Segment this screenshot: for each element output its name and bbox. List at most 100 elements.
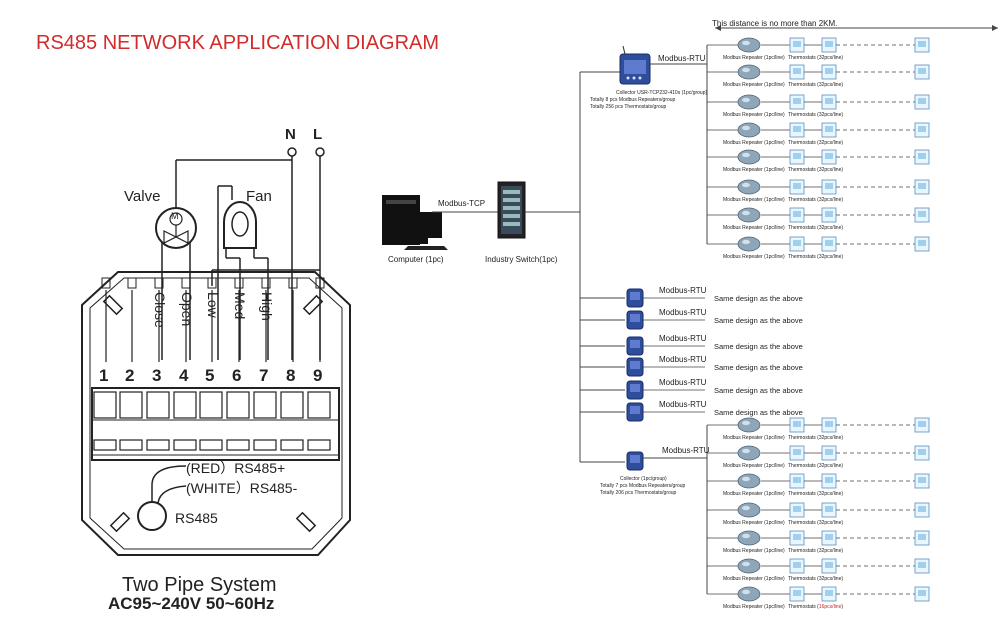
power-spec: AC95~240V 50~60Hz: [108, 594, 275, 613]
repeater-icon: [737, 530, 761, 546]
terminal-number: 5: [205, 366, 215, 385]
repeater-icon: [737, 64, 761, 80]
terminal-screw: [226, 439, 250, 451]
repeater-label: Modbus Repeater (1pc/line): [723, 140, 785, 146]
thermostat-label: Thermostats (32pcs/line): [788, 112, 844, 118]
repeater-label: Modbus Repeater (1pc/line): [723, 112, 785, 118]
collector-rtu-label: Modbus-RTU: [659, 378, 707, 387]
rs485-plus-label: (RED）RS485+: [186, 460, 286, 476]
n-label: N: [285, 126, 296, 143]
repeater-label: Modbus Repeater (1pc/line): [723, 520, 785, 526]
thermostat-label: Thermostats (32pcs/line): [788, 140, 844, 146]
thermostat-label: Thermostats (32pcs/line): [788, 167, 844, 173]
thermostat-label: Thermostats (32pcs/line): [788, 548, 844, 554]
n-terminal: [287, 147, 297, 157]
thermostat-label: Thermostats (32pcs/line): [788, 82, 844, 88]
mounting-slot: [102, 294, 124, 316]
computer-label: Computer (1pc): [388, 255, 444, 264]
terminal-function-label: Med: [232, 292, 248, 320]
repeater-label: Modbus Repeater (1pc/line): [723, 463, 785, 469]
terminal-cell: [173, 391, 197, 419]
thermostat-label-suffix: ): [841, 604, 844, 610]
valve-label: Valve: [124, 188, 161, 205]
l-terminal: [315, 147, 325, 157]
same-design-label: Same design as the above: [714, 294, 803, 303]
repeater-label: Modbus Repeater (1pc/line): [723, 576, 785, 582]
system-name: Two Pipe System: [122, 574, 277, 596]
terminal-function-label: Close: [152, 292, 168, 328]
thermostat-label: Thermostats (32pcs/line): [788, 576, 844, 582]
computer-icon: [382, 195, 448, 250]
collector-device-icon: [619, 45, 651, 85]
collector-rtu-label: Modbus-RTU: [659, 286, 707, 295]
thermostat-count-red: 16pcs/line: [818, 604, 842, 610]
repeater-icon: [737, 236, 761, 252]
valve-motor-letter: M: [171, 211, 179, 221]
thermostat-back-inner: [89, 277, 343, 550]
same-design-label: Same design as the above: [714, 316, 803, 325]
repeater-label: Modbus Repeater (1pc/line): [723, 435, 785, 441]
repeater-icon: [737, 37, 761, 53]
l-label: L: [313, 126, 323, 143]
terminal-tab: [234, 277, 244, 289]
page-title: RS485 NETWORK APPLICATION DIAGRAM: [36, 32, 440, 54]
terminal-screw: [199, 439, 223, 451]
terminal-cell: [226, 391, 250, 419]
thermostat-label: Thermostats (16pcs/line): [788, 604, 843, 610]
terminal-number: 8: [286, 366, 296, 385]
repeater-icon: [737, 445, 761, 461]
thermostat-label: Thermostats (32pcs/line): [788, 254, 844, 260]
repeater-label: Modbus Repeater (1pc/line): [723, 197, 785, 203]
thermostat-back-outline: [81, 271, 351, 556]
thermostat-label: Thermostats (32pcs/line): [788, 520, 844, 526]
same-design-label: Same design as the above: [714, 342, 803, 351]
switch-label: Industry Switch(1pc): [485, 255, 558, 264]
fan-label: Fan: [246, 188, 272, 205]
terminal-cell: [307, 391, 331, 419]
terminal-cell: [146, 391, 170, 419]
mounting-slot: [109, 511, 131, 533]
repeater-icon: [737, 473, 761, 489]
terminal-block: [91, 387, 340, 461]
thermostat-label: Thermostats (32pcs/line): [788, 491, 844, 497]
terminal-screw: [173, 439, 197, 451]
terminal-screw: [93, 439, 117, 451]
collector2-note: Collector (1pc/group) Totally 7 pcs Modb…: [600, 476, 686, 496]
terminal-screw: [253, 439, 277, 451]
terminal-number: 3: [152, 366, 162, 385]
repeater-icon: [737, 122, 761, 138]
terminal-number: 6: [232, 366, 242, 385]
terminal-number: 9: [313, 366, 323, 385]
collector-rtu-label: Modbus-RTU: [659, 334, 707, 343]
terminal-screw: [280, 439, 304, 451]
repeater-icon: [737, 94, 761, 110]
terminal-screw: [307, 439, 331, 451]
rs485-minus-label: (WHITE）RS485-: [186, 480, 298, 496]
rs485-connector: [137, 501, 167, 531]
rs485-label: RS485: [175, 510, 218, 526]
repeater-label: Modbus Repeater (1pc/line): [723, 254, 785, 260]
collector-device-icon: [626, 451, 644, 471]
collector2-rtu-label: Modbus-RTU: [662, 446, 710, 455]
terminal-tab: [101, 277, 111, 289]
thermostat-label-prefix: Thermostats (: [788, 604, 819, 610]
terminal-number: 4: [179, 366, 189, 385]
terminal-function-label: High: [259, 292, 275, 321]
terminal-tab: [127, 277, 137, 289]
terminal-function-label: Open: [179, 292, 195, 327]
terminal-tab: [288, 277, 298, 289]
terminal-screw: [119, 439, 143, 451]
repeater-icon: [737, 179, 761, 195]
distance-note: This distance is no more than 2KM.: [712, 19, 838, 28]
same-design-label: Same design as the above: [714, 386, 803, 395]
thermostat-label: Thermostats (32pcs/line): [788, 55, 844, 61]
thermostat-label: Thermostats (32pcs/line): [788, 225, 844, 231]
repeater-label: Modbus Repeater (1pc/line): [723, 82, 785, 88]
repeater-icon: [737, 586, 761, 602]
thermostat-label: Thermostats (32pcs/line): [788, 197, 844, 203]
repeater-icon: [737, 417, 761, 433]
repeater-label: Modbus Repeater (1pc/line): [723, 604, 785, 610]
terminal-tab: [261, 277, 271, 289]
terminal-tab: [181, 277, 191, 289]
terminal-cell: [199, 391, 223, 419]
